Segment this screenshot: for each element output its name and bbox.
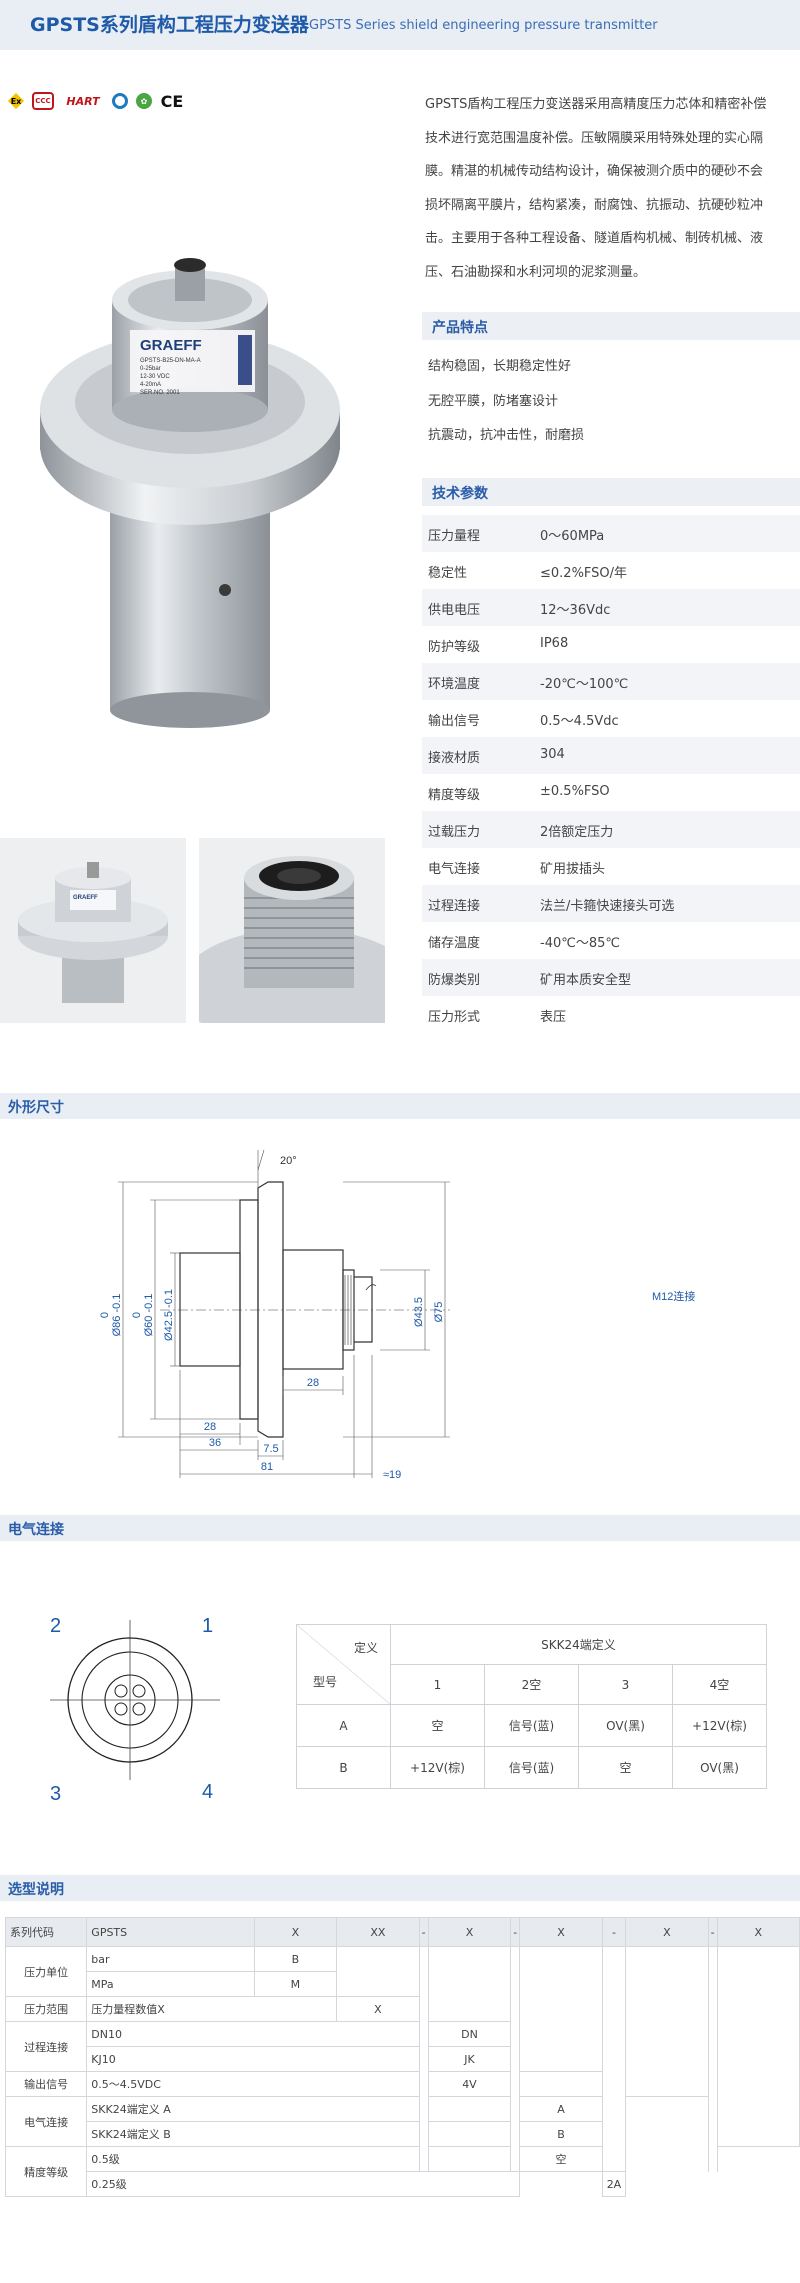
selection-table: 系列代码 GPSTS X XX - X - X - X - X 压力单位 bar… (4, 1917, 800, 2197)
svg-text:81: 81 (261, 1461, 273, 1473)
brand-logo-text: GRAEFF (140, 337, 202, 354)
selection-row: MPa M (6, 1971, 800, 1997)
svg-text:GPSTS-B25-DN-MA-A: GPSTS-B25-DN-MA-A (140, 358, 201, 364)
svg-text:2: 2 (50, 1615, 61, 1637)
spec-row: 稳定性≤0.2%FSO/年 (428, 566, 628, 581)
thumbnail-2[interactable] (179, 838, 419, 1048)
thumbnail-side-view-icon: GRAEFF (18, 862, 168, 1003)
spec-row: 电气连接矿用拔插头 (428, 862, 606, 877)
spec-row: 防爆类别矿用本质安全型 (422, 959, 800, 996)
hart-icon: HART (66, 94, 100, 108)
svg-text:≈19: ≈19 (383, 1469, 401, 1481)
electrical-title: 电气连接 (8, 1522, 64, 1538)
title-bar: GPSTS系列盾构工程压力变送器 GPSTS Series shield eng… (0, 0, 800, 50)
product-description: GPSTS盾构工程压力变送器采用高精度压力芯体和精密补偿 技术进行宽范围温度补偿… (425, 97, 767, 280)
svg-text:SER.NO. 2001: SER.NO. 2001 (140, 390, 180, 396)
features-title: 产品特点 (432, 320, 488, 336)
svg-text:Ø60 -0.1: Ø60 -0.1 (143, 1294, 155, 1337)
specs-title: 技术参数 (432, 486, 488, 502)
ce-icon: CE (160, 91, 184, 111)
feature-item: 无腔平膜，防堵塞设计 (428, 394, 559, 409)
ex-icon: Ex (8, 93, 24, 109)
selection-title: 选型说明 (8, 1882, 64, 1898)
dimension-drawing: 20° Ø86 -0.1 0 Ø60 -0.1 0 Ø42.5 -0.1 Ø43… (99, 1149, 695, 1481)
spec-row: 环境温度-20℃～100℃ (422, 663, 800, 700)
page-subtitle: GPSTS Series shield engineering pressure… (309, 18, 658, 33)
spec-row: 精度等级±0.5%FSO (428, 784, 610, 803)
svg-text:Ø42.5 -0.1: Ø42.5 -0.1 (163, 1289, 175, 1341)
svg-text:Ø86 -0.1: Ø86 -0.1 (111, 1294, 123, 1337)
selection-row: 0.25级 2A (6, 2171, 800, 2197)
svg-text:4-20mA: 4-20mA (140, 382, 161, 388)
selection-row: SKK24端定义 B B (6, 2121, 800, 2147)
selection-row: 压力单位 bar B (4, 1946, 800, 2172)
specs-header: 技术参数 (422, 478, 800, 506)
dimensions-title: 外形尺寸 (8, 1100, 64, 1116)
svg-text:Ø43.5: Ø43.5 (413, 1297, 425, 1327)
selection-row: 电气连接 SKK24端定义 A A (4, 2096, 800, 2147)
feature-item: 结构稳固，长期稳定性好 (428, 359, 572, 374)
svg-text:28: 28 (307, 1377, 319, 1389)
spec-row: 储存温度-40℃～85℃ (428, 936, 620, 951)
certification-icons: Ex CCC HART ✿ CE (8, 91, 184, 111)
svg-text:28: 28 (204, 1421, 216, 1433)
svg-text:GRAEFF: GRAEFF (73, 895, 98, 901)
svg-text:0: 0 (99, 1312, 111, 1318)
features-header: 产品特点 (422, 312, 800, 340)
pin-definition-table: 定义 型号 SKK24端定义 1 2空 3 4空 A 空 信号(蓝) OV(黑)… (296, 1624, 767, 1789)
svg-text:12-30 VDC: 12-30 VDC (140, 374, 170, 380)
ccc-icon: CCC (32, 92, 54, 110)
transmitter-illustration: GRAEFF GPSTS-B25-DN-MA-A 0-25bar 12-30 V… (40, 258, 340, 728)
svg-text:M12连接: M12连接 (652, 1290, 695, 1303)
svg-text:7.5: 7.5 (263, 1443, 278, 1455)
svg-text:Ø75: Ø75 (433, 1302, 445, 1323)
svg-text:0-25bar: 0-25bar (140, 366, 161, 372)
svg-text:36: 36 (209, 1437, 221, 1449)
thumbnail-1[interactable]: GRAEFF (0, 838, 186, 1023)
ring-icon (112, 93, 128, 109)
svg-text:4: 4 (202, 1781, 213, 1803)
selection-row: 过程连接 DN10 DN (4, 2021, 800, 2072)
spec-row: 过程连接法兰/卡箍快速接头可选 (422, 885, 800, 922)
dimensions-header: 外形尺寸 (0, 1093, 800, 1119)
selection-row: 精度等级 0.5级 空 (4, 2146, 800, 2197)
selection-head-row: 系列代码 GPSTS X XX - X - X - X - X (4, 1917, 800, 1947)
rohs-icon: ✿ (136, 93, 152, 109)
electrical-header: 电气连接 (0, 1515, 800, 1541)
spec-row: 压力形式表压 (428, 1010, 567, 1025)
feature-item: 抗震动，抗冲击性，耐磨损 (428, 428, 585, 443)
svg-text:1: 1 (202, 1615, 213, 1637)
page-title: GPSTS系列盾构工程压力变送器 (30, 14, 309, 36)
selection-header: 选型说明 (0, 1875, 800, 1901)
product-main-image: GRAEFF GPSTS-B25-DN-MA-A 0-25bar 12-30 V… (0, 50, 385, 820)
thumbnail-connector-icon (179, 856, 419, 1048)
svg-text:0: 0 (131, 1312, 143, 1318)
connector-pinout-icon: 1 2 3 4 (50, 1615, 220, 1805)
svg-text:3: 3 (50, 1783, 61, 1805)
svg-text:20°: 20° (280, 1155, 297, 1167)
